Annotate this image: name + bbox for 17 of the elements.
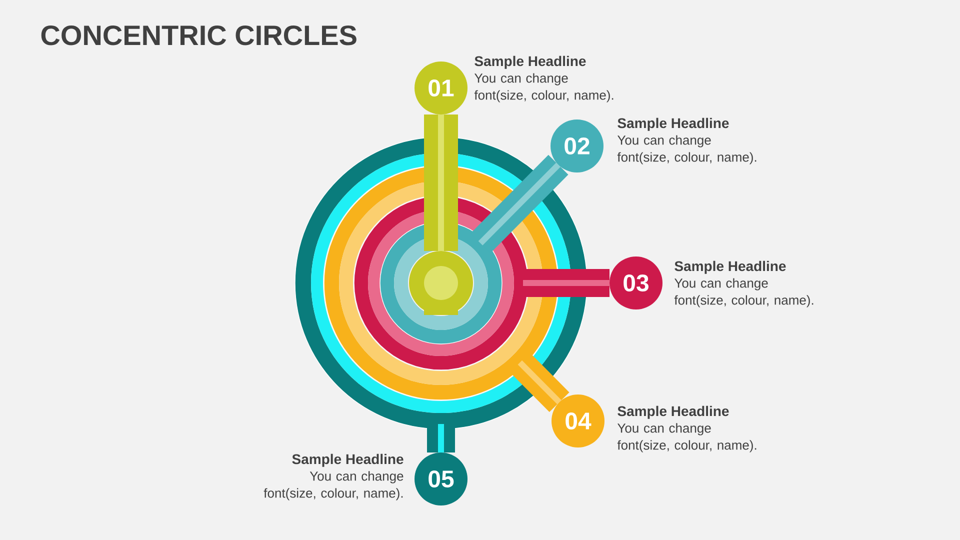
description: You can change font(size, colour, name).	[617, 135, 756, 164]
connector-bar	[470, 154, 568, 254]
connector-bar	[427, 424, 455, 452]
headline: Sample Headline	[474, 56, 586, 69]
description: You can change font(size, colour, name).	[617, 423, 756, 452]
connector-bar	[424, 114, 458, 251]
description: You can change font(size, colour, name).	[264, 471, 404, 500]
title: CONCENTRIC CIRCLES	[41, 25, 356, 46]
headline: Sample Headline	[618, 118, 729, 131]
center-circle	[409, 251, 473, 315]
headline: Sample Headline	[292, 454, 404, 467]
headline: Sample Headline	[618, 406, 729, 419]
headline: Sample Headline	[674, 260, 786, 274]
description: You can change font(size, colour, name).	[474, 73, 614, 102]
connector-bar	[523, 269, 610, 297]
description: You can change font(size, colour, name).	[674, 278, 814, 308]
connector-bar	[510, 352, 570, 412]
